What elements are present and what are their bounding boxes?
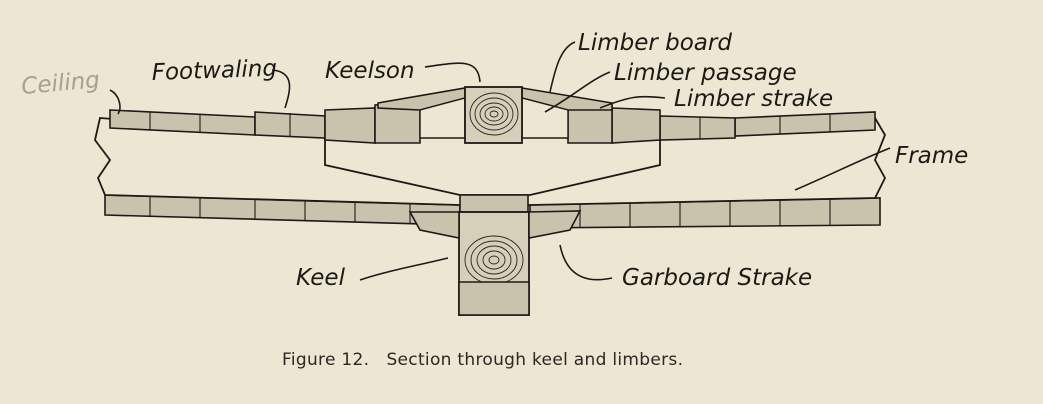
limber-strake-left — [324, 107, 376, 144]
label-keelson: Keelson — [325, 58, 415, 84]
footwaling-planks — [254, 111, 736, 141]
outer-planking-seams — [149, 196, 831, 227]
garboard-strake-left — [408, 211, 460, 239]
keelson-grain — [469, 92, 519, 136]
keel — [458, 194, 530, 316]
garboard-strake-right — [528, 210, 582, 239]
pointer-arrows — [109, 41, 891, 281]
label-garboard-strake: Garboard Strake — [622, 265, 812, 291]
label-keel: Keel — [296, 265, 346, 291]
label-ceiling: Ceiling — [20, 67, 101, 100]
label-limber-board: Limber board — [578, 30, 732, 56]
limber-strake-right — [611, 107, 661, 144]
label-limber-passage: Limber passage — [614, 60, 797, 86]
figure-caption: Figure 12. Section through keel and limb… — [282, 350, 683, 370]
label-footwaling: Footwaling — [151, 56, 277, 86]
label-frame: Frame — [895, 143, 968, 169]
keelson — [464, 86, 523, 144]
label-limber-strake: Limber strake — [674, 86, 833, 112]
